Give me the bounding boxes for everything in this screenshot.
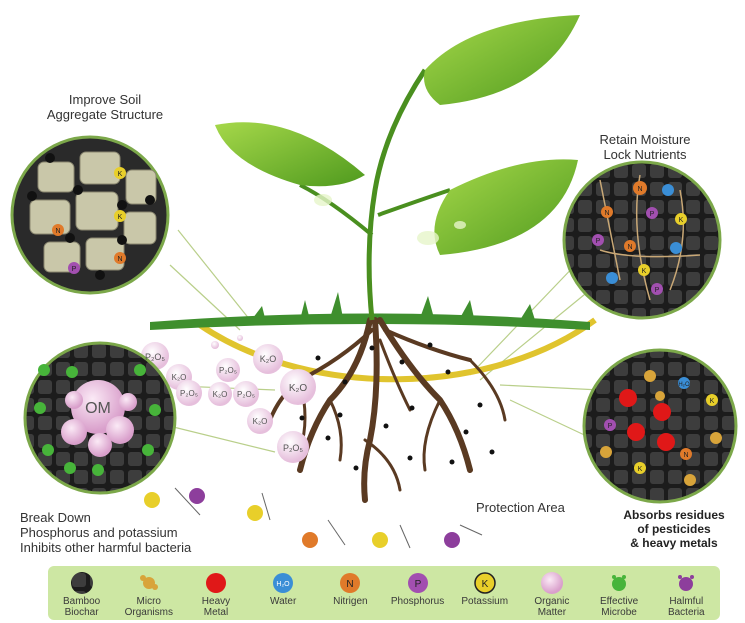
- p-label: P: [596, 238, 601, 245]
- k2o-label: K₂O: [289, 383, 308, 394]
- breakdown-zoom-circle: [25, 343, 175, 493]
- legend-label: OrganicMatter: [534, 596, 569, 618]
- k-label: K: [710, 398, 715, 405]
- legend-item-water: H₂O Water: [252, 566, 314, 607]
- effective-microbe-icon: [607, 571, 631, 595]
- nitrigen-icon: N: [338, 571, 362, 595]
- improve-line1: Improve Soil: [20, 92, 190, 107]
- breakdown-line2: Phosphorus and potassium: [20, 525, 270, 540]
- improve-soil-label: Improve Soil Aggregate Structure: [20, 92, 190, 122]
- k-label: K: [679, 217, 684, 224]
- svg-text:P: P: [414, 579, 421, 590]
- svg-text:N: N: [347, 579, 354, 590]
- legend-item-halmful-bacteria: HalmfulBacteria: [655, 566, 717, 618]
- legend-item-phosphorus: P Phosphorus: [387, 566, 449, 607]
- legend-item-heavy-metal: HeavyMetal: [185, 566, 247, 618]
- k2o-label: K₂O: [172, 373, 187, 382]
- p-label: P: [608, 423, 613, 430]
- bamboo-biochar-icon: [70, 571, 94, 595]
- legend-item-potassium: K Potassium: [454, 566, 516, 607]
- p-label: P: [655, 287, 660, 294]
- n-label: N: [683, 452, 688, 459]
- p-label: P: [650, 211, 655, 218]
- p2o5-label: P₂O₅: [180, 389, 198, 398]
- absorbs-line2: of pesticides: [604, 522, 744, 536]
- absorbs-label: Absorbs residues of pesticides & heavy m…: [604, 508, 744, 550]
- k2o-label: K₂O: [260, 354, 277, 364]
- p2o5-label: P₂O₅: [145, 352, 165, 362]
- p2o5-label: P₂O₅: [237, 390, 255, 399]
- organic-matter-icon: [540, 571, 564, 595]
- water-icon: H₂O: [271, 571, 295, 595]
- svg-text:H₂O: H₂O: [277, 581, 291, 588]
- p2o5-label: P₂O₅: [283, 443, 303, 453]
- n-label: N: [117, 256, 122, 263]
- improve-line2: Aggregate Structure: [20, 107, 190, 122]
- halmful-bacteria-icon: [674, 571, 698, 595]
- legend-bar: BambooBiochar MicroOrganisms HeavyMetal …: [48, 566, 720, 620]
- legend-label: Nitrigen: [333, 596, 367, 607]
- k2o-label: K₂O: [213, 390, 228, 399]
- legend-label: EffectiveMicrobe: [600, 596, 638, 618]
- retain-line2: Lock Nutrients: [570, 147, 720, 162]
- p2o5-label: P₂O₅: [219, 366, 237, 375]
- h2o-label: H₂O: [678, 382, 690, 388]
- legend-label: BambooBiochar: [63, 596, 100, 618]
- aggregate-zoom-circle: [12, 137, 168, 293]
- retain-line1: Retain Moisture: [570, 132, 720, 147]
- legend-label: Water: [270, 596, 296, 607]
- absorbs-line3: & heavy metals: [604, 536, 744, 550]
- legend-item-effective-microbe: EffectiveMicrobe: [588, 566, 650, 618]
- legend-item-micro-organisms: MicroOrganisms: [118, 566, 180, 618]
- legend-label: HalmfulBacteria: [668, 596, 705, 618]
- n-label: N: [55, 228, 60, 235]
- protection-text: Protection Area: [476, 500, 565, 515]
- plant-stem-leaves: [215, 15, 580, 320]
- legend-item-bamboo-biochar: BambooBiochar: [51, 566, 113, 618]
- break-down-label: Break Down Phosphorus and potassium Inhi…: [20, 510, 270, 555]
- breakdown-line1: Break Down: [20, 510, 270, 525]
- svg-text:K: K: [481, 579, 488, 590]
- k-label: K: [638, 466, 643, 473]
- absorbs-line1: Absorbs residues: [604, 508, 744, 522]
- p-label: P: [72, 266, 77, 273]
- k-label: K: [118, 171, 123, 178]
- legend-label: Potassium: [461, 596, 508, 607]
- micro-organisms-icon: [137, 571, 161, 595]
- k-label: K: [642, 268, 647, 275]
- n-label: N: [604, 210, 609, 217]
- protection-area-label: Protection Area: [476, 500, 606, 515]
- legend-label: MicroOrganisms: [125, 596, 173, 618]
- k2o-label: K₂O: [253, 417, 268, 426]
- legend-item-nitrigen: N Nitrigen: [319, 566, 381, 607]
- potassium-icon: K: [473, 571, 497, 595]
- om-label: OM: [85, 400, 111, 417]
- legend-label: Phosphorus: [391, 596, 444, 607]
- n-label: N: [627, 244, 632, 251]
- plant-roots: [270, 320, 505, 500]
- breakdown-line3: Inhibits other harmful bacteria: [20, 540, 270, 555]
- k-label: K: [118, 214, 123, 221]
- n-label: N: [637, 186, 642, 193]
- phosphorus-icon: P: [406, 571, 430, 595]
- legend-item-organic-matter: OrganicMatter: [521, 566, 583, 618]
- heavy-metal-icon: [204, 571, 228, 595]
- retain-moisture-label: Retain Moisture Lock Nutrients: [570, 132, 720, 162]
- legend-label: HeavyMetal: [202, 596, 230, 618]
